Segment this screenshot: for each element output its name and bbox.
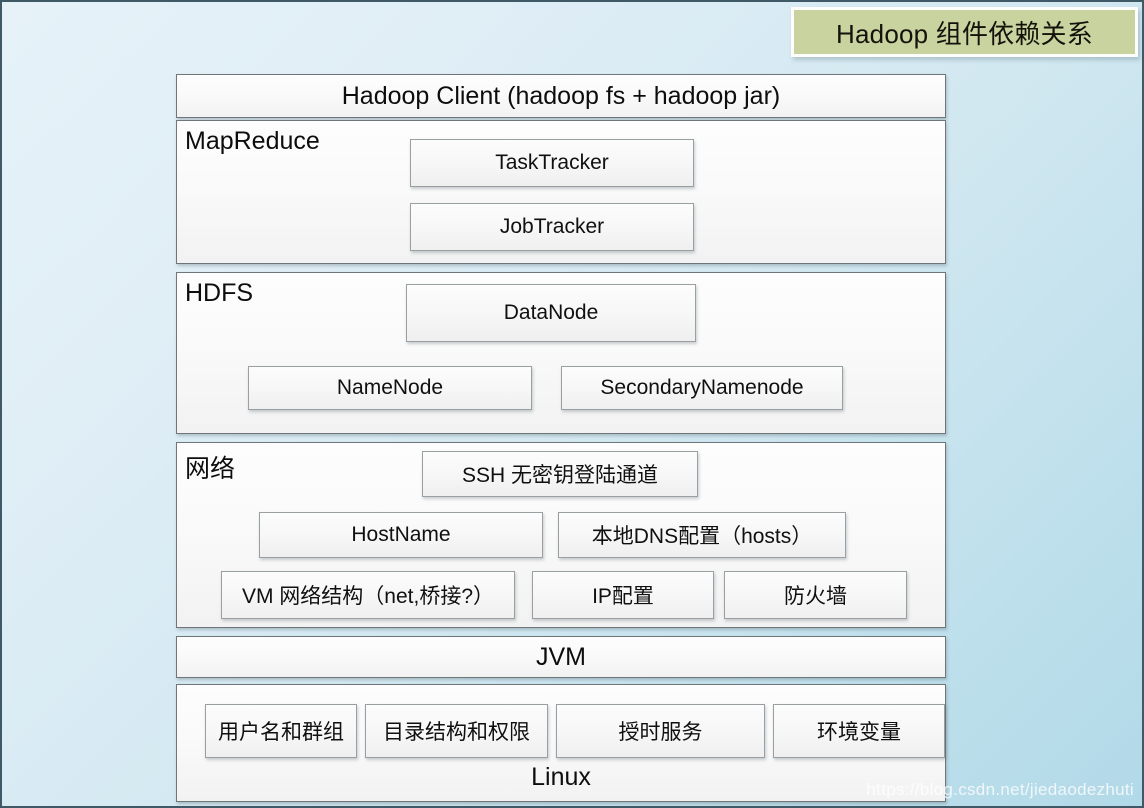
- component-local-dns-hosts-label: 本地DNS配置（hosts）: [591, 525, 813, 548]
- layer-network-label: 网络: [185, 455, 236, 483]
- component-ssh-passwordless[interactable]: SSH 无密钥登陆通道: [422, 451, 698, 497]
- component-datanode-label: DataNode: [503, 301, 599, 324]
- component-secondary-namenode-label: SecondaryNamenode: [600, 376, 804, 399]
- layer-hadoop-client-label: Hadoop Client (hadoop fs + hadoop jar): [341, 81, 781, 110]
- component-hostname[interactable]: HostName: [259, 512, 543, 558]
- layer-hdfs: HDFS DataNode NameNode SecondaryNamenode: [176, 272, 946, 434]
- component-directory-and-permissions[interactable]: 目录结构和权限: [365, 704, 548, 758]
- component-time-service-label: 授时服务: [618, 721, 703, 744]
- diagram-title: Hadoop 组件依赖关系: [791, 7, 1138, 57]
- component-namenode[interactable]: NameNode: [248, 366, 532, 410]
- component-user-and-group[interactable]: 用户名和群组: [205, 704, 357, 758]
- component-ip-config-label: IP配置: [592, 585, 654, 608]
- component-tasktracker[interactable]: TaskTracker: [410, 139, 694, 187]
- component-vm-network-structure-label: VM 网络结构（net,桥接?）: [241, 585, 495, 608]
- layer-mapreduce-label: MapReduce: [185, 127, 320, 155]
- component-time-service[interactable]: 授时服务: [556, 704, 765, 758]
- component-directory-and-permissions-label: 目录结构和权限: [383, 721, 530, 744]
- component-jobtracker-label: JobTracker: [499, 215, 605, 238]
- component-secondary-namenode[interactable]: SecondaryNamenode: [561, 366, 843, 410]
- component-local-dns-hosts[interactable]: 本地DNS配置（hosts）: [558, 512, 846, 558]
- component-jobtracker[interactable]: JobTracker: [410, 203, 694, 251]
- layer-hadoop-client: Hadoop Client (hadoop fs + hadoop jar): [176, 74, 946, 118]
- component-tasktracker-label: TaskTracker: [495, 151, 609, 174]
- component-ssh-passwordless-label: SSH 无密钥登陆通道: [461, 464, 658, 487]
- layer-network: 网络 SSH 无密钥登陆通道 HostName 本地DNS配置（hosts） V…: [176, 442, 946, 628]
- component-firewall-label: 防火墙: [784, 585, 847, 608]
- component-datanode[interactable]: DataNode: [406, 284, 696, 342]
- component-environment-variables-label: 环境变量: [817, 721, 901, 744]
- component-ip-config[interactable]: IP配置: [532, 571, 714, 619]
- component-user-and-group-label: 用户名和群组: [218, 721, 344, 744]
- component-vm-network-structure[interactable]: VM 网络结构（net,桥接?）: [221, 571, 515, 619]
- layer-linux: 用户名和群组 目录结构和权限 授时服务 环境变量 Linux: [176, 684, 946, 802]
- component-firewall[interactable]: 防火墙: [724, 571, 907, 619]
- component-namenode-label: NameNode: [336, 376, 444, 399]
- layer-jvm: JVM: [176, 636, 946, 678]
- component-hostname-label: HostName: [351, 523, 451, 546]
- layer-jvm-label: JVM: [536, 642, 586, 671]
- component-environment-variables[interactable]: 环境变量: [773, 704, 945, 758]
- layer-mapreduce: MapReduce TaskTracker JobTracker: [176, 120, 946, 264]
- layer-hdfs-label: HDFS: [185, 279, 254, 307]
- layer-linux-label: Linux: [531, 763, 591, 791]
